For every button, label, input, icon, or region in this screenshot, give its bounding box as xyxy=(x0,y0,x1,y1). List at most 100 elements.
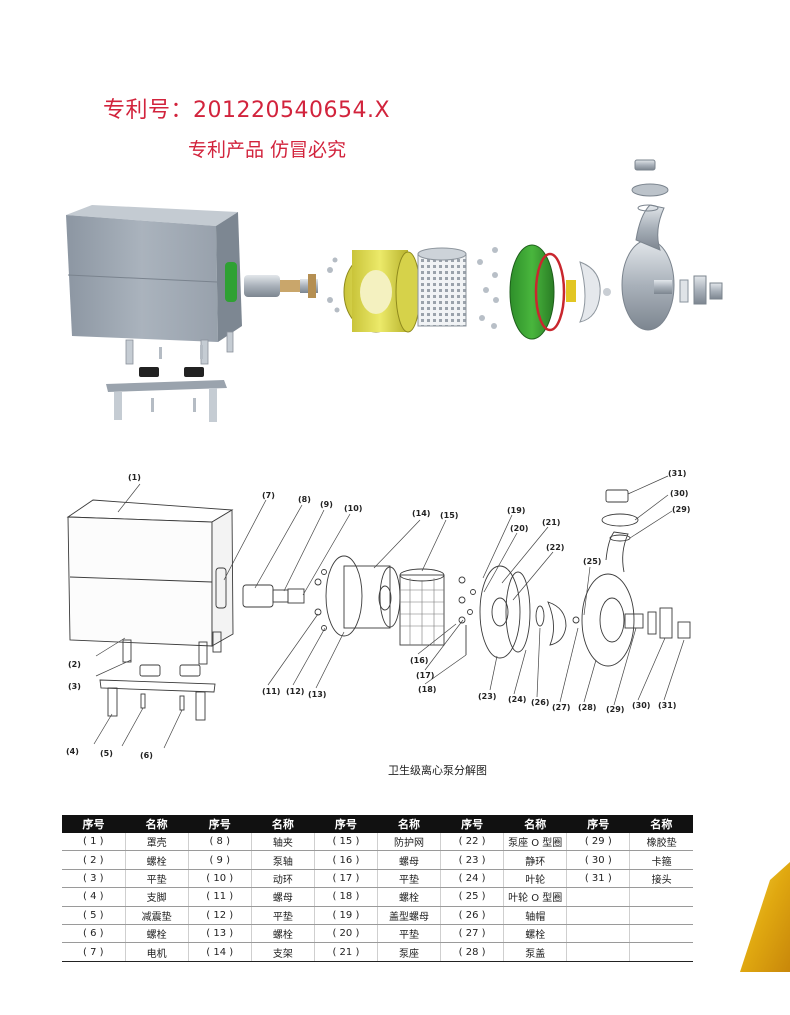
callout-31-top: (31) xyxy=(668,469,686,478)
part-name-cell: 螺母 xyxy=(377,850,442,870)
part-name-cell: 轴帽 xyxy=(503,906,568,925)
callout-9: (9) xyxy=(320,500,333,509)
motor-cover-3d xyxy=(66,205,242,342)
callout-20: (20) xyxy=(510,524,528,533)
part-name-cell: 泵座 O 型圈 xyxy=(503,833,568,852)
part-name-cell: 螺栓 xyxy=(251,924,315,944)
table-row: ( 3 )平垫( 10 )动环( 17 )平垫( 24 )叶轮( 31 )接头 xyxy=(62,869,693,889)
part-number-cell: ( 19 ) xyxy=(314,906,378,925)
part-name-cell: 泵盖 xyxy=(503,942,568,962)
callout-15: (15) xyxy=(440,511,458,520)
callout-2: (2) xyxy=(68,660,81,669)
callout-6: (6) xyxy=(140,751,153,760)
part-name-cell: 叶轮 xyxy=(503,869,568,889)
col-header: 序号 xyxy=(440,815,504,833)
part-number-cell: ( 8 ) xyxy=(188,833,252,852)
part-number-cell xyxy=(566,942,631,962)
callout-3: (3) xyxy=(68,682,81,691)
part-number-cell: ( 4 ) xyxy=(62,887,126,907)
callout-17: (17) xyxy=(416,671,434,680)
part-number-cell xyxy=(566,906,631,925)
part-number-cell: ( 27 ) xyxy=(440,924,505,944)
callout-12: (12) xyxy=(286,687,304,696)
part-name-cell: 盖型螺母 xyxy=(377,906,442,925)
part-name-cell: 螺栓 xyxy=(377,887,442,907)
part-name-cell: 卡箍 xyxy=(629,850,693,870)
part-name-cell: 泵轴 xyxy=(251,850,315,870)
parts-table-header: 序号 名称 序号 名称 序号 名称 序号 名称 序号 名称 xyxy=(62,815,693,833)
part-name-cell: 轴夹 xyxy=(251,833,315,852)
callout-16: (16) xyxy=(410,656,428,665)
pump-casing-3d xyxy=(621,204,675,331)
part-number-cell: ( 5 ) xyxy=(62,906,126,925)
inlet-parts-drawing xyxy=(601,489,639,542)
part-number-cell: ( 3 ) xyxy=(62,869,126,889)
callout-4: (4) xyxy=(66,747,79,756)
part-name-cell: 防护网 xyxy=(377,833,442,852)
col-header: 名称 xyxy=(503,815,567,833)
part-name-cell xyxy=(629,887,693,907)
callout-7: (7) xyxy=(262,491,275,500)
callout-26: (26) xyxy=(531,698,549,707)
callout-18: (18) xyxy=(418,685,436,694)
part-number-cell: ( 25 ) xyxy=(440,887,505,907)
part-name-cell: 罩壳 xyxy=(125,833,189,852)
callout-30-top: (30) xyxy=(670,489,688,498)
part-number-cell: ( 26 ) xyxy=(440,906,505,925)
color-exploded-view xyxy=(66,159,723,422)
col-header: 名称 xyxy=(629,815,693,833)
part-number-cell: ( 21 ) xyxy=(314,942,378,962)
part-name-cell: 平垫 xyxy=(377,924,442,944)
part-name-cell xyxy=(629,906,693,925)
callout-14: (14) xyxy=(412,509,430,518)
callout-21: (21) xyxy=(542,518,560,527)
table-row: ( 7 )电机( 14 )支架( 21 )泵座( 28 )泵盖 xyxy=(62,942,693,962)
line-exploded-view: (1) (2) (3) (4) (5) (6) (7) (8) (9) (10)… xyxy=(66,469,691,760)
part-number-cell: ( 18 ) xyxy=(314,887,378,907)
parts-table: 序号 名称 序号 名称 序号 名称 序号 名称 序号 名称 ( 1 )罩壳( 8… xyxy=(62,815,693,962)
callout-10: (10) xyxy=(344,504,362,513)
part-name-cell: 螺栓 xyxy=(125,924,189,944)
callout-29: (29) xyxy=(606,705,624,714)
guard-mesh-drawing xyxy=(399,568,445,646)
part-number-cell: ( 1 ) xyxy=(62,833,126,852)
callout-5: (5) xyxy=(100,749,113,758)
outlet-parts-drawing xyxy=(647,607,691,639)
part-name-cell xyxy=(629,942,693,962)
col-header: 序号 xyxy=(62,815,126,833)
part-number-cell: ( 6 ) xyxy=(62,924,126,944)
leader-lines xyxy=(93,475,685,749)
part-name-cell: 静环 xyxy=(503,850,568,870)
part-name-cell: 支脚 xyxy=(125,887,189,907)
part-name-cell: 螺栓 xyxy=(503,924,568,944)
col-header: 名称 xyxy=(125,815,189,833)
table-row: ( 4 )支脚( 11 )螺母( 18 )螺栓( 25 )叶轮 O 型圈 xyxy=(62,887,693,907)
damping-pads-3d xyxy=(139,367,204,377)
part-number-cell: ( 14 ) xyxy=(188,942,252,962)
part-name-cell: 支架 xyxy=(251,942,315,962)
col-header: 名称 xyxy=(251,815,315,833)
callout-19: (19) xyxy=(507,506,525,515)
part-number-cell: ( 24 ) xyxy=(440,869,505,889)
shaft-parts-3d xyxy=(244,257,340,313)
part-number-cell: ( 16 ) xyxy=(314,850,378,870)
part-number-cell: ( 11 ) xyxy=(188,887,252,907)
decorative-gold-corner xyxy=(740,862,790,972)
part-name-cell: 平垫 xyxy=(251,906,315,925)
part-number-cell: ( 30 ) xyxy=(566,850,631,870)
callout-29-top: (29) xyxy=(672,505,690,514)
patent-slogan: 专利产品 仿冒必究 xyxy=(188,139,347,161)
diagram-caption: 卫生级离心泵分解图 xyxy=(388,764,487,777)
part-number-cell: ( 13 ) xyxy=(188,924,252,944)
callout-30: (30) xyxy=(632,701,650,710)
part-number-cell: ( 31 ) xyxy=(566,869,631,889)
part-number-cell: ( 9 ) xyxy=(188,850,252,870)
callout-24: (24) xyxy=(508,695,526,704)
bracket-3d xyxy=(343,250,421,333)
col-header: 序号 xyxy=(566,815,630,833)
callout-11: (11) xyxy=(262,687,280,696)
callout-23: (23) xyxy=(478,692,496,701)
col-header: 序号 xyxy=(314,815,378,833)
base-bar-3d xyxy=(106,380,227,422)
col-header: 序号 xyxy=(188,815,252,833)
